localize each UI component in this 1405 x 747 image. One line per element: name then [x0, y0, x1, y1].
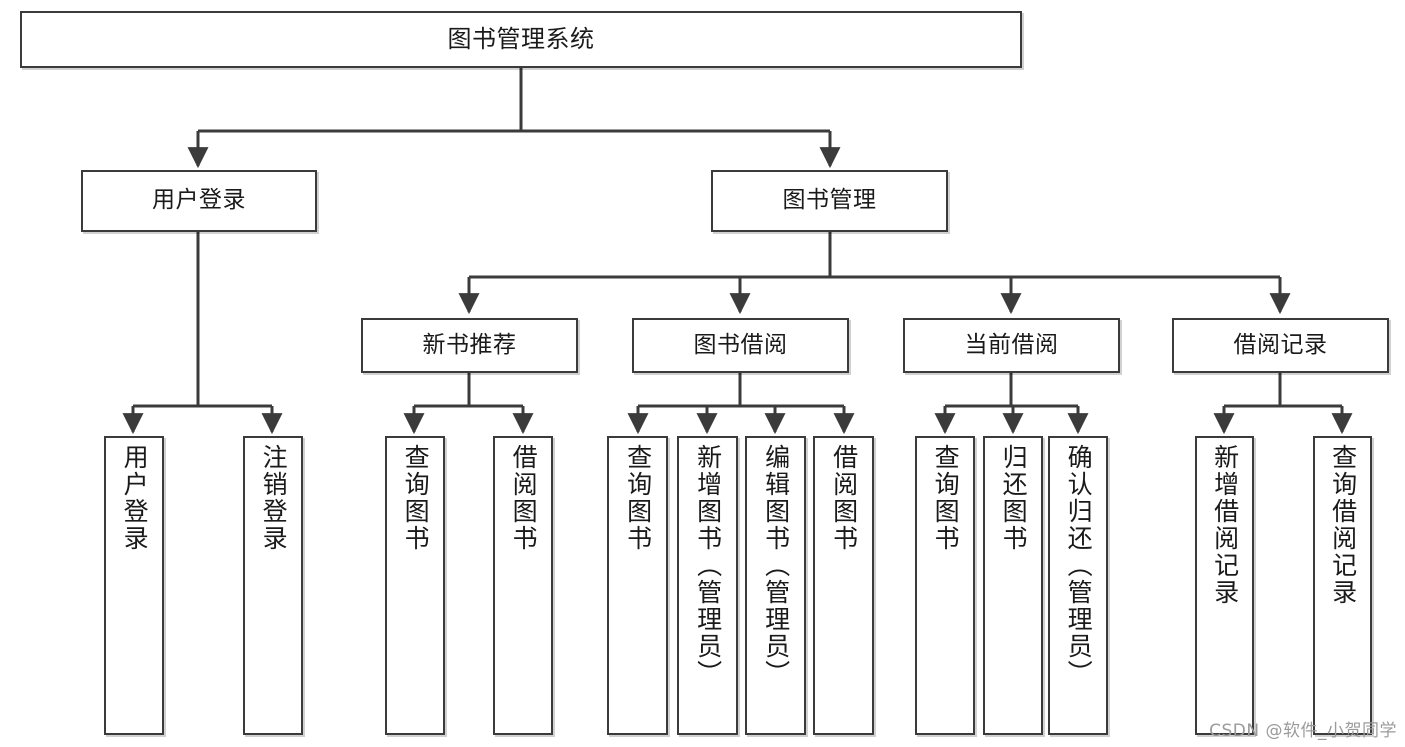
leaf-user-login-label: 用户登录: [120, 444, 150, 552]
leaf-edit-book[interactable]: 编辑图书（管理员）: [745, 436, 806, 735]
leaf-query-book-1-label: 查询图书: [401, 444, 431, 552]
node-current-borrow-label: 当前借阅: [964, 331, 1059, 358]
leaf-logout-login-label: 注销登录: [259, 444, 289, 552]
leaf-add-book[interactable]: 新增图书（管理员）: [677, 436, 738, 735]
leaf-query-book-2[interactable]: 查询图书: [607, 436, 668, 735]
node-book-management-label: 图书管理: [782, 187, 877, 214]
leaf-user-login[interactable]: 用户登录: [104, 436, 164, 735]
node-book-management[interactable]: 图书管理: [711, 170, 948, 232]
leaf-logout-login[interactable]: 注销登录: [243, 436, 303, 735]
node-borrow-record-label: 借阅记录: [1233, 331, 1328, 358]
leaf-query-book-3[interactable]: 查询图书: [915, 436, 975, 735]
leaf-borrow-book-2[interactable]: 借阅图书: [813, 436, 874, 735]
leaf-return-book[interactable]: 归还图书: [983, 436, 1043, 735]
node-new-book-recommend-label: 新书推荐: [422, 331, 517, 358]
leaf-borrow-book-1-label: 借阅图书: [509, 444, 539, 552]
node-root[interactable]: 图书管理系统: [20, 11, 1022, 68]
leaf-add-record-label: 新增借阅记录: [1210, 444, 1240, 606]
leaf-add-record[interactable]: 新增借阅记录: [1195, 436, 1254, 735]
leaf-borrow-book-2-label: 借阅图书: [829, 444, 859, 552]
node-book-borrow-label: 图书借阅: [693, 331, 788, 358]
node-book-borrow[interactable]: 图书借阅: [632, 318, 849, 373]
leaf-query-record-label: 查询借阅记录: [1328, 444, 1358, 606]
node-borrow-record[interactable]: 借阅记录: [1172, 318, 1389, 373]
leaf-add-book-label: 新增图书（管理员）: [693, 444, 723, 687]
leaf-confirm-return-label: 确认归还（管理员）: [1064, 444, 1094, 687]
leaf-borrow-book-1[interactable]: 借阅图书: [493, 436, 553, 735]
watermark: CSDN @软件_小贺同学: [1209, 721, 1397, 741]
leaf-return-book-label: 归还图书: [999, 444, 1029, 552]
node-new-book-recommend[interactable]: 新书推荐: [361, 318, 578, 373]
node-user-login[interactable]: 用户登录: [81, 170, 317, 232]
node-current-borrow[interactable]: 当前借阅: [903, 318, 1120, 373]
node-user-login-label: 用户登录: [152, 187, 246, 214]
leaf-query-book-3-label: 查询图书: [931, 444, 961, 552]
node-root-label: 图书管理系统: [447, 25, 595, 54]
leaf-query-record[interactable]: 查询借阅记录: [1313, 436, 1372, 735]
leaf-edit-book-label: 编辑图书（管理员）: [761, 444, 791, 687]
leaf-query-book-1[interactable]: 查询图书: [385, 436, 445, 735]
leaf-confirm-return[interactable]: 确认归还（管理员）: [1048, 436, 1108, 735]
leaf-query-book-2-label: 查询图书: [623, 444, 653, 552]
